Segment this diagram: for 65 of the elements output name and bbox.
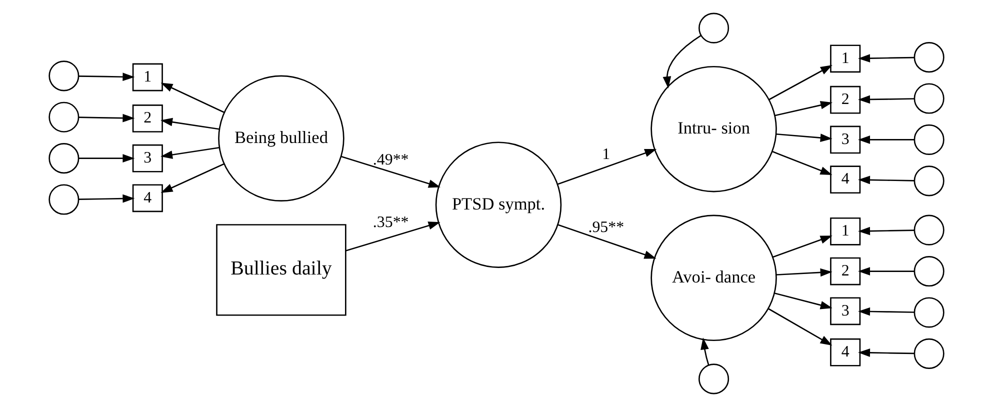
node-circle: Avoi- dance <box>650 214 776 342</box>
arrow <box>858 95 914 104</box>
node-circle <box>48 60 79 92</box>
node-circle <box>913 214 944 246</box>
arrow <box>160 118 219 130</box>
node-box: 1 <box>830 44 860 73</box>
arrow <box>557 224 656 259</box>
node-circle: PTSD sympt. <box>434 142 562 268</box>
arrow <box>160 82 224 113</box>
node-box: 4 <box>830 338 860 366</box>
arrow <box>858 307 914 316</box>
node-circle <box>698 364 729 394</box>
arrow <box>78 72 134 82</box>
edge-label: 1 <box>602 146 610 164</box>
node-circle <box>48 143 79 174</box>
node-circle: Intru- sion <box>650 66 776 192</box>
arrow <box>78 194 134 203</box>
node-box: 3 <box>830 126 860 154</box>
arrow <box>858 226 914 236</box>
arrow <box>858 176 914 184</box>
node-box: Bullies daily <box>216 224 346 316</box>
node-circle <box>913 166 944 196</box>
node-circle <box>48 184 79 215</box>
node-box: 3 <box>830 297 860 326</box>
arrow <box>774 101 832 116</box>
edge-label: .95** <box>588 219 624 236</box>
node-circle: Being bullied <box>218 75 344 202</box>
node-circle <box>913 83 944 114</box>
arrow <box>858 267 914 276</box>
arrow <box>345 222 440 252</box>
arrow <box>557 148 656 185</box>
arrow <box>858 136 914 144</box>
node-box: 4 <box>830 166 860 194</box>
node-circle <box>913 256 944 287</box>
arrow <box>700 338 709 366</box>
arrow <box>772 236 832 258</box>
arrow <box>774 292 832 310</box>
arrow <box>767 308 832 346</box>
node-circle <box>913 42 944 73</box>
node-box: 2 <box>132 104 162 132</box>
edge-label: .49** <box>372 151 408 168</box>
node-circle <box>913 338 944 369</box>
arrow <box>662 35 701 88</box>
arrow <box>160 163 224 193</box>
node-circle <box>913 297 944 328</box>
node-box: 2 <box>830 257 860 286</box>
arrow <box>772 150 832 175</box>
node-box: 3 <box>132 144 162 172</box>
node-circle <box>698 12 729 44</box>
arrow <box>160 146 219 159</box>
edge-label: .35** <box>372 214 408 231</box>
arrow <box>78 154 134 162</box>
arrow <box>768 64 832 100</box>
node-box: 4 <box>132 184 162 212</box>
arrow <box>858 348 914 357</box>
node-circle <box>48 102 79 132</box>
node-box: 2 <box>830 86 860 114</box>
arrow <box>340 156 440 188</box>
node-box: 1 <box>830 217 860 246</box>
arrow <box>858 54 914 62</box>
arrow <box>776 268 832 277</box>
node-circle <box>913 124 944 155</box>
node-box: 1 <box>132 63 162 92</box>
arrow <box>776 133 832 142</box>
arrow <box>78 114 134 122</box>
